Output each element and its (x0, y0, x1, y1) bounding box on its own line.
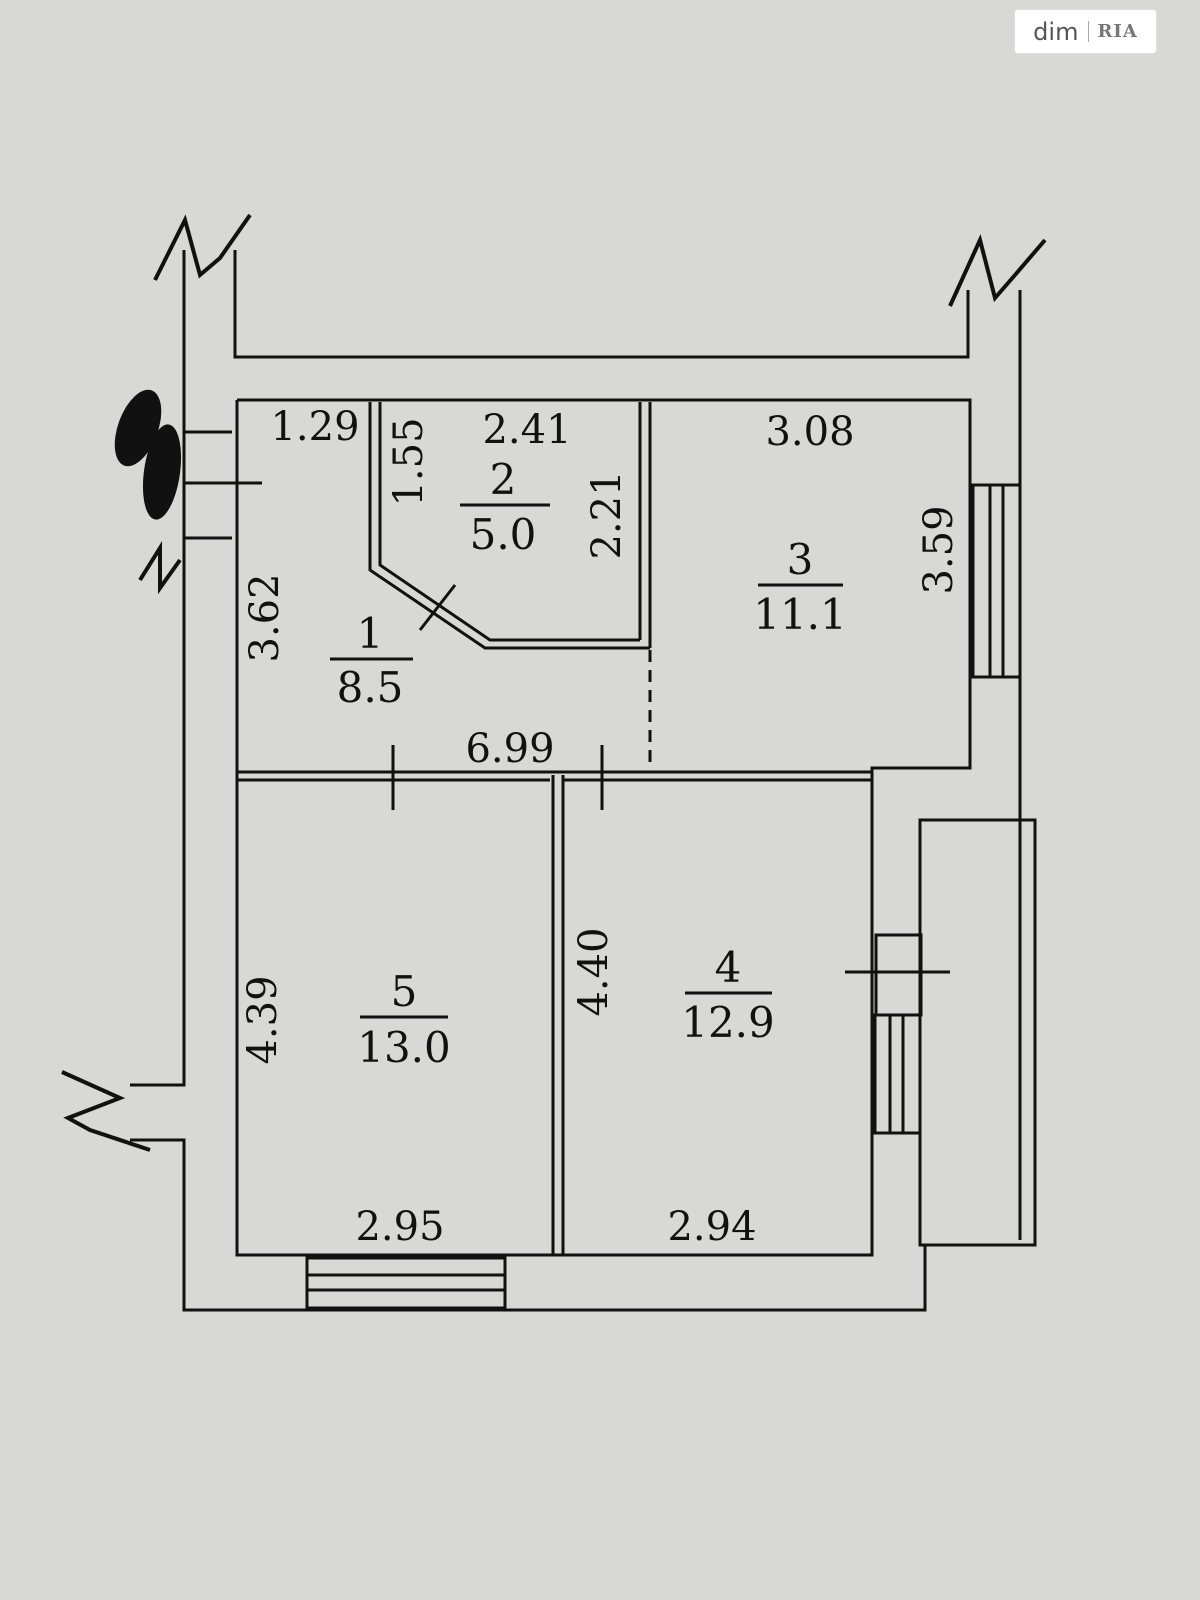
dim-3-08: 3.08 (765, 409, 854, 455)
dim-3-62: 3.62 (242, 573, 288, 662)
dim-ria-watermark: dim RIA (1015, 10, 1156, 53)
room-2-wall-inner (378, 402, 640, 642)
window-room-5 (305, 1256, 507, 1310)
dim-2-95: 2.95 (355, 1204, 444, 1250)
watermark-ria-logo: RIA (1088, 21, 1137, 42)
room-5-number: 5 (391, 967, 418, 1016)
watermark-dim: dim (1033, 17, 1079, 46)
room-2-door-mark (418, 584, 457, 631)
dim-3-59: 3.59 (916, 505, 962, 594)
break-symbol-top-right (948, 234, 1047, 307)
dim-2-21: 2.21 (584, 470, 630, 559)
dim-1-55: 1.55 (386, 417, 432, 506)
balcony-outline (918, 818, 1037, 1247)
room-2-wall-outer (368, 402, 650, 650)
room-4-area: 12.9 (681, 998, 775, 1047)
room-1-area: 8.5 (337, 663, 404, 712)
room-4-number: 4 (715, 943, 742, 992)
windows (184, 430, 1037, 1310)
dim-4-39: 4.39 (240, 975, 286, 1064)
room-3-area: 11.1 (753, 590, 847, 639)
break-symbols (61, 213, 1047, 1152)
break-symbol-left (61, 1070, 151, 1152)
entrance-marker-icon (114, 389, 182, 520)
window-room-3 (971, 483, 1022, 679)
room-2-number: 2 (490, 455, 517, 504)
room-5-area: 13.0 (357, 1023, 451, 1072)
break-symbol-top-left (153, 213, 252, 281)
room-3-number: 3 (787, 535, 814, 584)
dim-4-40: 4.40 (571, 927, 617, 1016)
room-2-area: 5.0 (470, 510, 537, 559)
walls (130, 250, 1037, 1312)
corridor-wall-top (233, 250, 970, 359)
dim-2-94: 2.94 (667, 1204, 756, 1250)
outer-wall-left (130, 250, 186, 1087)
fraction-bars (330, 503, 843, 1019)
break-symbol-entrance (138, 541, 182, 595)
dim-1-29: 1.29 (270, 404, 359, 450)
room-1-number: 1 (357, 609, 384, 658)
dim-6-99: 6.99 (465, 726, 554, 772)
dim-2-41: 2.41 (482, 407, 571, 453)
